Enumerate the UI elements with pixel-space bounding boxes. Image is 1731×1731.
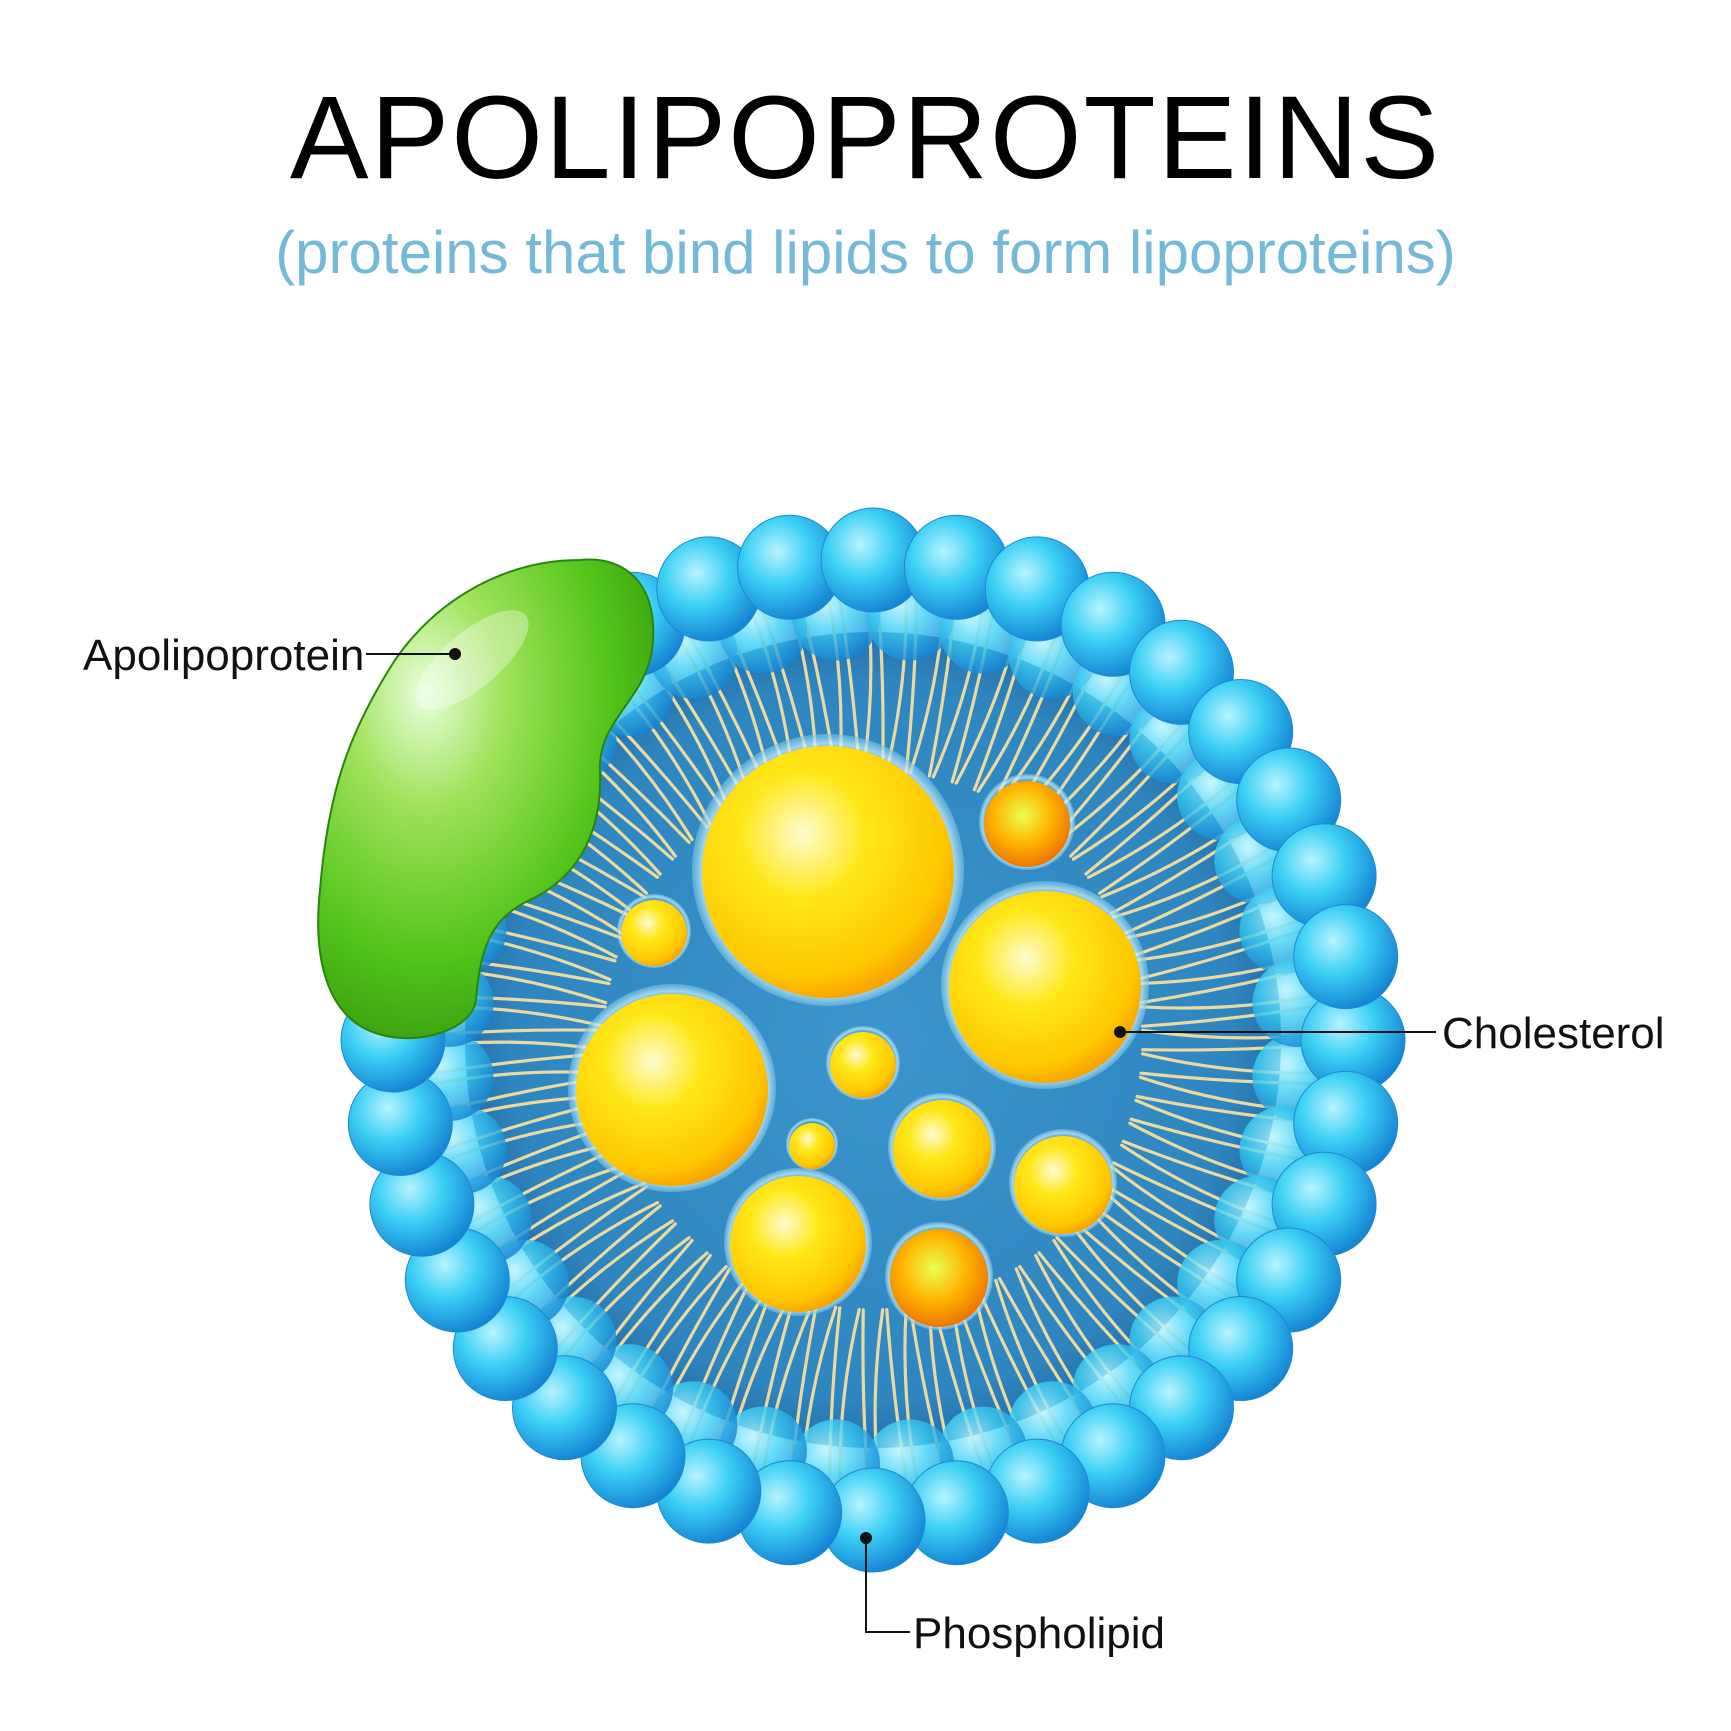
cholesterol-droplet	[888, 1093, 996, 1201]
cholesterol-droplet	[885, 1222, 993, 1330]
phospholipid-head	[1293, 904, 1399, 1010]
cholesterol-droplet	[826, 1026, 900, 1100]
cholesterol-droplet	[1009, 1129, 1117, 1237]
leader-dots	[449, 648, 1126, 1544]
cholesterol-droplets	[568, 734, 1149, 1330]
cholesterol-droplet	[724, 1168, 872, 1316]
phospholipid-label: Phospholipid	[913, 1609, 1165, 1658]
apolipoprotein-label: Apolipoprotein	[83, 631, 364, 680]
cholesterol-droplet	[941, 881, 1149, 1089]
cholesterol-droplet	[786, 1118, 838, 1170]
page-subtitle: (proteins that bind lipids to form lipop…	[275, 219, 1456, 286]
cholesterol-dot	[1114, 1026, 1126, 1038]
phospholipid-leader	[865, 1538, 910, 1633]
cholesterol-droplet	[568, 984, 776, 1192]
cholesterol-droplet	[692, 734, 964, 1006]
cholesterol-label: Cholesterol	[1442, 1009, 1665, 1058]
apolipoprotein-dot	[449, 648, 461, 660]
cholesterol-droplet	[979, 774, 1075, 870]
cholesterol-droplet	[617, 894, 691, 968]
page-title: APOLIPOPROTEINS	[289, 72, 1442, 204]
apolipoprotein-shape	[317, 558, 655, 1039]
leader-lines	[366, 653, 1436, 1633]
phospholipid-dot	[860, 1532, 872, 1544]
